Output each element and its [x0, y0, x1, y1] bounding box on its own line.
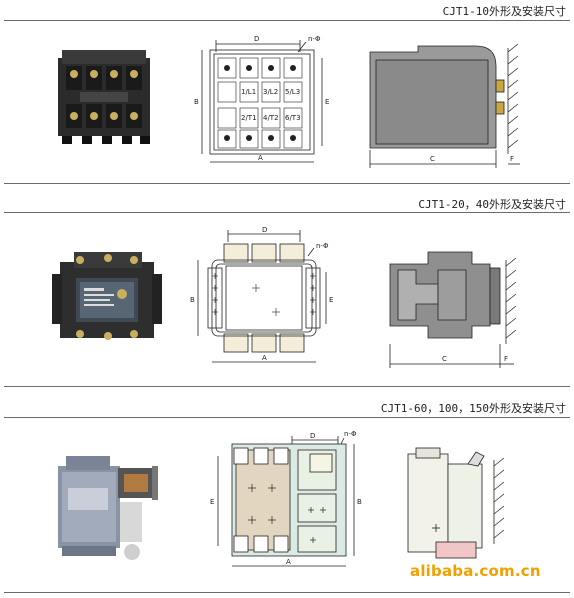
s1-dim-c: C [430, 155, 435, 163]
s2-dim-a: A [262, 354, 267, 362]
section-3-heading: CJT1-60，100，150外形及安装尺寸 [380, 402, 566, 415]
s1-terminal-5: 4/T2 [263, 114, 279, 122]
s3-dim-d: D [310, 432, 315, 440]
s3-dim-b: B [357, 498, 362, 506]
s1-terminal-2: 3/L2 [263, 88, 278, 96]
divider-2 [4, 212, 570, 213]
divider-top [4, 20, 570, 21]
s2-dim-b: B [190, 296, 195, 304]
s3-hole-label: n-Φ [344, 430, 357, 438]
s1-terminal-4: 2/T1 [241, 114, 257, 122]
section-3-product-photo [48, 448, 173, 563]
section-2-heading: CJT1-20，40外形及安装尺寸 [418, 198, 566, 211]
s1-terminal-3: 5/L3 [285, 88, 300, 96]
s1-terminal-6: 6/T3 [285, 114, 301, 122]
section-2-front-drawing: D n-Φ B E A [186, 222, 336, 372]
s1-hole-label: n-Φ [308, 35, 321, 43]
s1-dim-a: A [258, 154, 263, 162]
divider-1 [4, 183, 570, 184]
watermark-text: alibaba.com.cn [410, 562, 541, 580]
s1-dim-b: B [194, 98, 199, 106]
section-3-front-drawing: D n-Φ E B A [200, 428, 365, 576]
s2-hole-label: n-Φ [316, 242, 329, 250]
s2-dim-d: D [262, 226, 267, 234]
divider-4 [4, 417, 570, 418]
section-1-product-photo [52, 48, 162, 148]
section-1-side-drawing: C F [360, 38, 530, 173]
s2-dim-c: C [442, 355, 447, 363]
s1-dim-d: D [254, 35, 259, 43]
s1-dim-f: F [510, 155, 514, 163]
section-2-product-photo [50, 248, 165, 348]
s1-terminal-1: 1/L1 [241, 88, 256, 96]
s3-dim-a: A [286, 558, 291, 566]
section-1-front-drawing: D n-Φ 1/L1 3/L2 5/L3 2/T1 4/T2 6/T3 B [188, 30, 338, 170]
s1-dim-e: E [325, 98, 329, 106]
s2-dim-f: F [504, 355, 508, 363]
section-2-side-drawing: C F [376, 240, 536, 375]
section-1-heading: CJT1-10外形及安装尺寸 [442, 5, 566, 18]
divider-bottom [4, 592, 570, 593]
s2-dim-e: E [329, 296, 333, 304]
section-3-side-drawing [398, 444, 548, 564]
divider-3 [4, 386, 570, 387]
s3-dim-e: E [210, 498, 214, 506]
